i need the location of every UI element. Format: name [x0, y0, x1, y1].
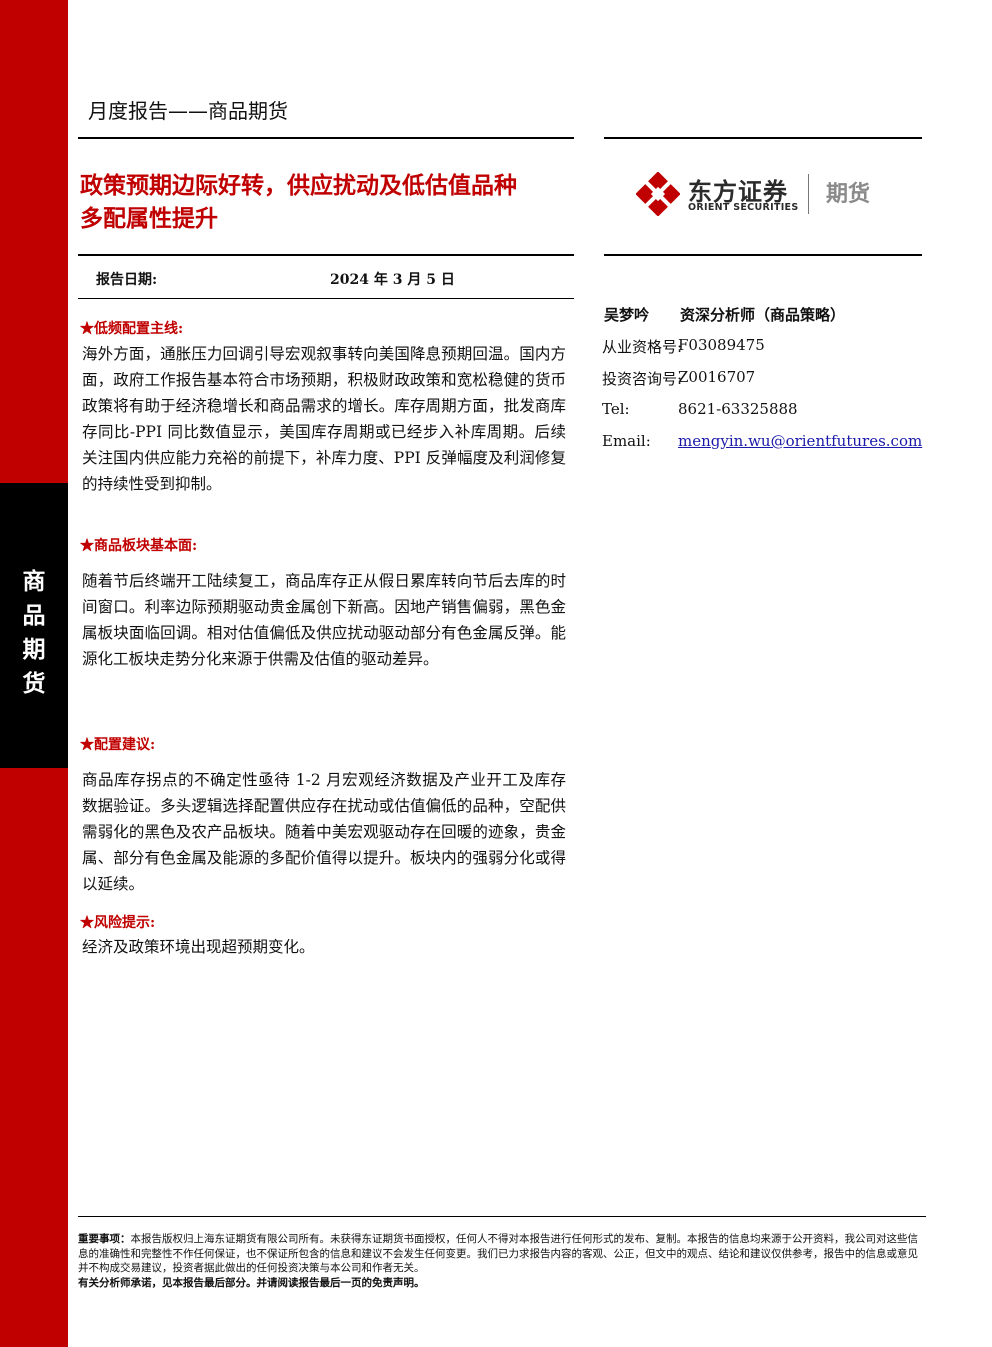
logo-name-en: ORIENT SECURITIES: [688, 202, 799, 213]
section-body: 商品库存拐点的不确定性亟待 1-2 月宏观经济数据及产业开工及库存数据验证。多头…: [82, 771, 566, 893]
disclaimer-final: 有关分析师承诺，见本报告最后部分。并请阅读报告最后一页的免责声明。: [78, 1276, 425, 1289]
logo-name-cn: 东方证券: [688, 178, 788, 206]
title-line: 多配属性提升: [80, 206, 218, 232]
section-heading: ★商品板块基本面:: [80, 538, 198, 554]
analyst-info-value: F03089475: [678, 336, 765, 354]
sidebar-category-label: 商 品 期 货: [0, 565, 68, 701]
sidebar-char: 商: [22, 569, 46, 595]
report-date-label: 报告日期:: [96, 272, 158, 288]
analyst-name: 吴梦吟: [604, 306, 650, 324]
title-line: 政策预期边际好转，供应扰动及低估值品种: [80, 173, 517, 199]
sidebar-char: 货: [22, 671, 46, 697]
logo-divider: [808, 174, 809, 214]
section-heading: ★风险提示:: [80, 915, 156, 931]
analyst-title: 资深分析师（商品策略）: [680, 306, 846, 324]
sidebar-char: 期: [22, 637, 46, 663]
logo-subbrand: 期货: [826, 182, 871, 207]
disclaimer-lead: 重要事项：: [78, 1233, 131, 1245]
section-heading: ★低频配置主线:: [80, 321, 184, 337]
analyst-info-label: Email:: [602, 432, 651, 450]
divider: [604, 137, 922, 139]
analyst-email-link[interactable]: mengyin.wu@orientfutures.com: [678, 432, 923, 450]
divider: [78, 254, 574, 256]
analyst-info-value: Z0016707: [678, 368, 756, 386]
analyst-info-label: Tel:: [602, 400, 630, 418]
report-date-value: 2024 年 3 月 5 日: [330, 272, 455, 288]
sidebar-char: 品: [22, 603, 46, 629]
analyst-info-label: 投资咨询号:: [602, 370, 683, 388]
page-title: 政策预期边际好转，供应扰动及低估值品种 多配属性提升: [80, 170, 625, 236]
divider: [78, 137, 574, 139]
section-body: 随着节后终端开工陆续复工，商品库存正从假日累库转向节后去库的时间窗口。利率边际预…: [82, 572, 566, 668]
company-logo: 东方证券 ORIENT SECURITIES 期货: [636, 170, 896, 218]
report-type: 月度报告——商品期货: [88, 99, 288, 123]
orient-logo-icon: [636, 172, 680, 216]
sidebar-black-band: [0, 483, 68, 768]
divider: [604, 254, 922, 256]
analyst-info-value: 8621-63325888: [678, 400, 798, 418]
analyst-info-label: 从业资格号:: [602, 338, 683, 356]
disclaimer: 重要事项：本报告版权归上海东证期货有限公司所有。未获得东证期货书面授权，任何人不…: [78, 1232, 928, 1290]
divider: [78, 1216, 926, 1217]
section-body: 海外方面，通胀压力回调引导宏观叙事转向美国降息预期回温。国内方面，政府工作报告基…: [82, 345, 566, 493]
section-heading: ★配置建议:: [80, 737, 156, 753]
divider: [78, 298, 574, 299]
section-body: 经济及政策环境出现超预期变化。: [82, 938, 315, 956]
disclaimer-text: 本报告版权归上海东证期货有限公司所有。未获得东证期货书面授权，任何人不得对本报告…: [78, 1233, 918, 1274]
